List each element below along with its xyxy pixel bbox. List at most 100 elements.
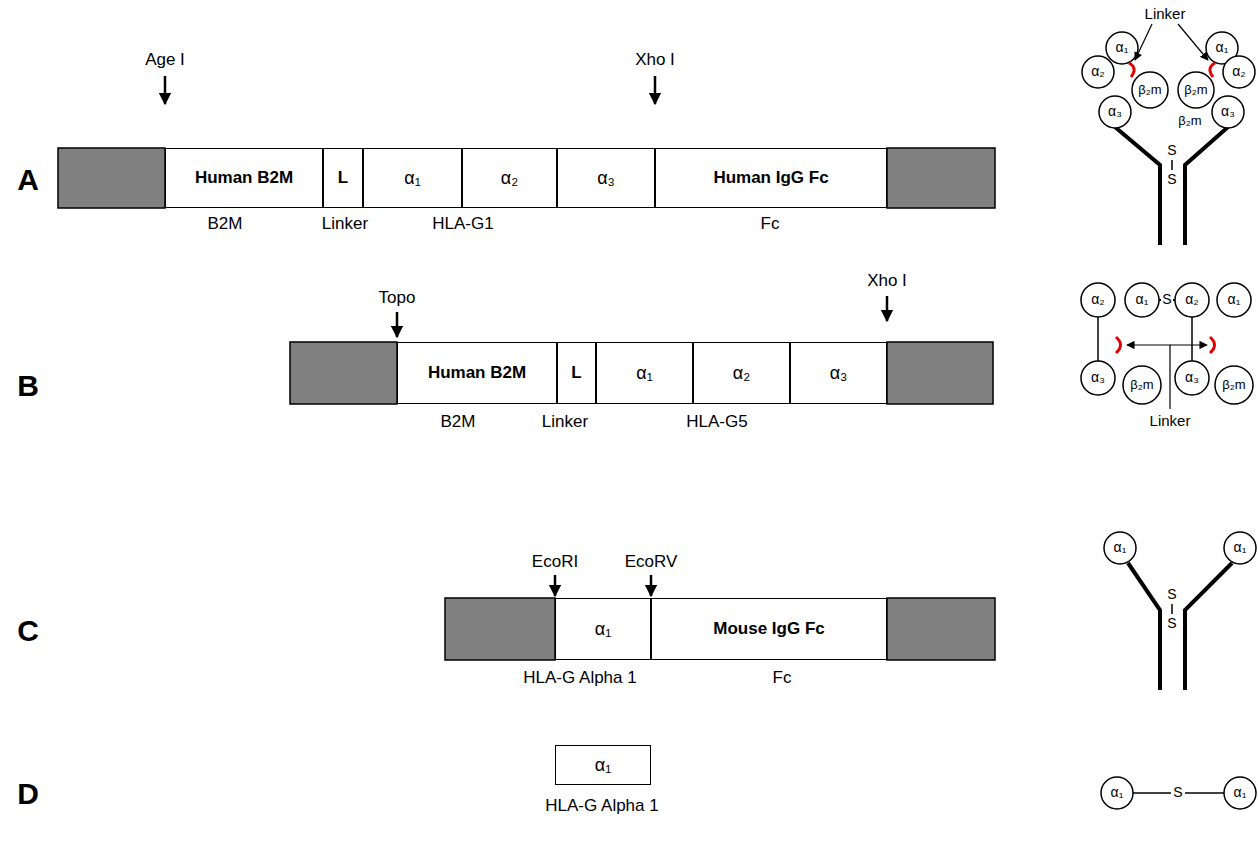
segment-label: α₃ xyxy=(830,363,848,384)
part-label: Fc xyxy=(761,215,780,234)
segment-label: Human B2M xyxy=(195,168,293,188)
segment-label: α₂ xyxy=(501,168,518,189)
domain-label: β₂m xyxy=(1184,83,1207,97)
disulfide-bond xyxy=(1185,792,1224,794)
part-label: HLA-G Alpha 1 xyxy=(545,797,658,816)
domain-lobe xyxy=(1132,72,1168,108)
segment-box: L xyxy=(557,342,596,404)
linker-mark xyxy=(1116,337,1121,353)
domain-label: α₃ xyxy=(1221,104,1235,119)
leader-arrow xyxy=(1135,24,1152,60)
domain-lobe xyxy=(1125,283,1159,317)
domain-lobe xyxy=(1101,777,1133,809)
part-label: HLA-G Alpha 1 xyxy=(523,669,636,688)
domain-lobe xyxy=(1217,283,1251,317)
domain-lobe xyxy=(1224,777,1256,809)
segment-box: Human B2M xyxy=(165,148,323,208)
part-label: HLA-G5 xyxy=(686,413,747,432)
bond-label: S xyxy=(1167,172,1176,187)
domain-lobe xyxy=(1104,532,1136,564)
segment-box: α₂ xyxy=(693,342,790,404)
segment-box: Human IgG Fc xyxy=(655,148,887,208)
fc-chain xyxy=(1115,127,1160,245)
segment-box: α₁ xyxy=(596,342,693,404)
vector-block xyxy=(887,148,995,208)
fc-fusion-illustration xyxy=(1104,532,1256,690)
segment-label: α₁ xyxy=(595,755,611,776)
domain-label: α₂ xyxy=(1232,64,1246,79)
panel-letter: D xyxy=(17,777,39,810)
part-label: Fc xyxy=(773,669,792,688)
vector-block xyxy=(887,598,995,660)
domain-lobe xyxy=(1224,532,1256,564)
domain-lobe xyxy=(1215,366,1253,404)
fc-chain xyxy=(1128,563,1160,690)
leader-arrow xyxy=(1170,344,1207,345)
site-label: Age I xyxy=(145,51,185,70)
segment-label: L xyxy=(571,363,581,383)
domain-label: α₁ xyxy=(1114,540,1127,555)
segment-box: L xyxy=(323,148,363,208)
domain-label: β₂m xyxy=(1222,378,1245,392)
site-arrow xyxy=(650,575,653,596)
domain-label: β₂m xyxy=(1178,114,1201,128)
disulfide-bond xyxy=(1171,604,1173,614)
domain-label: α₁ xyxy=(1116,40,1129,55)
bond-label: S xyxy=(1167,143,1176,158)
panel-letter: B xyxy=(17,369,39,402)
segment-box: α₃ xyxy=(790,342,887,404)
site-label: Xho I xyxy=(635,51,675,70)
panel-letter: A xyxy=(17,163,39,196)
domain-lobe xyxy=(1175,361,1209,395)
domain-lobe xyxy=(1212,96,1244,128)
chain-line xyxy=(1191,317,1193,361)
vector-block xyxy=(445,598,555,660)
segment-box: α₁ xyxy=(555,598,651,660)
domain-lobe xyxy=(1081,283,1115,317)
segment-box: Mouse IgG Fc xyxy=(651,598,887,660)
domain-lobe xyxy=(1106,32,1138,64)
segment-box: α₁ xyxy=(363,148,462,208)
segment-label: α₂ xyxy=(733,363,750,384)
site-label: EcoRV xyxy=(625,553,678,572)
linker-mark xyxy=(1210,337,1215,353)
disulfide-bond xyxy=(1133,792,1171,794)
domain-label: α₁ xyxy=(1216,40,1229,55)
segment-box: α₃ xyxy=(557,148,655,208)
domain-label: α₁ xyxy=(1234,540,1247,555)
domain-label: β₂m xyxy=(1130,378,1153,392)
segment-label: α₃ xyxy=(597,168,615,189)
site-label: Xho I xyxy=(867,272,907,291)
vector-block xyxy=(887,342,993,404)
fc-chain xyxy=(1185,127,1228,245)
segment-label: α₁ xyxy=(404,168,420,189)
segment-label: α₁ xyxy=(636,363,652,384)
chain-line xyxy=(1097,317,1099,361)
segment-box: Human B2M xyxy=(397,342,557,404)
segment-label: Mouse IgG Fc xyxy=(713,619,824,639)
vector-block xyxy=(58,148,165,208)
bond-label: S xyxy=(1162,292,1171,307)
site-arrow xyxy=(886,296,889,321)
domain-label: α₃ xyxy=(1185,370,1199,385)
domain-label: α₂ xyxy=(1091,292,1105,307)
site-arrow xyxy=(164,76,167,104)
site-label: EcoRI xyxy=(532,553,578,572)
domain-lobe xyxy=(1175,283,1209,317)
segment-label: α₁ xyxy=(595,619,611,640)
domain-lobe xyxy=(1223,56,1255,88)
linker-mark xyxy=(1210,63,1215,77)
domain-label: α₁ xyxy=(1111,785,1124,800)
callout-label: Linker xyxy=(1150,413,1191,430)
domain-label: α₁ xyxy=(1136,292,1149,307)
domain-label: α₂ xyxy=(1091,64,1105,79)
part-label: Linker xyxy=(322,215,368,234)
site-label: Topo xyxy=(379,289,416,308)
callout-label: Linker xyxy=(1145,6,1186,23)
segment-box: α₂ xyxy=(462,148,557,208)
bond-label: S xyxy=(1173,785,1182,800)
domain-lobe xyxy=(1123,366,1161,404)
part-label: Linker xyxy=(542,413,588,432)
